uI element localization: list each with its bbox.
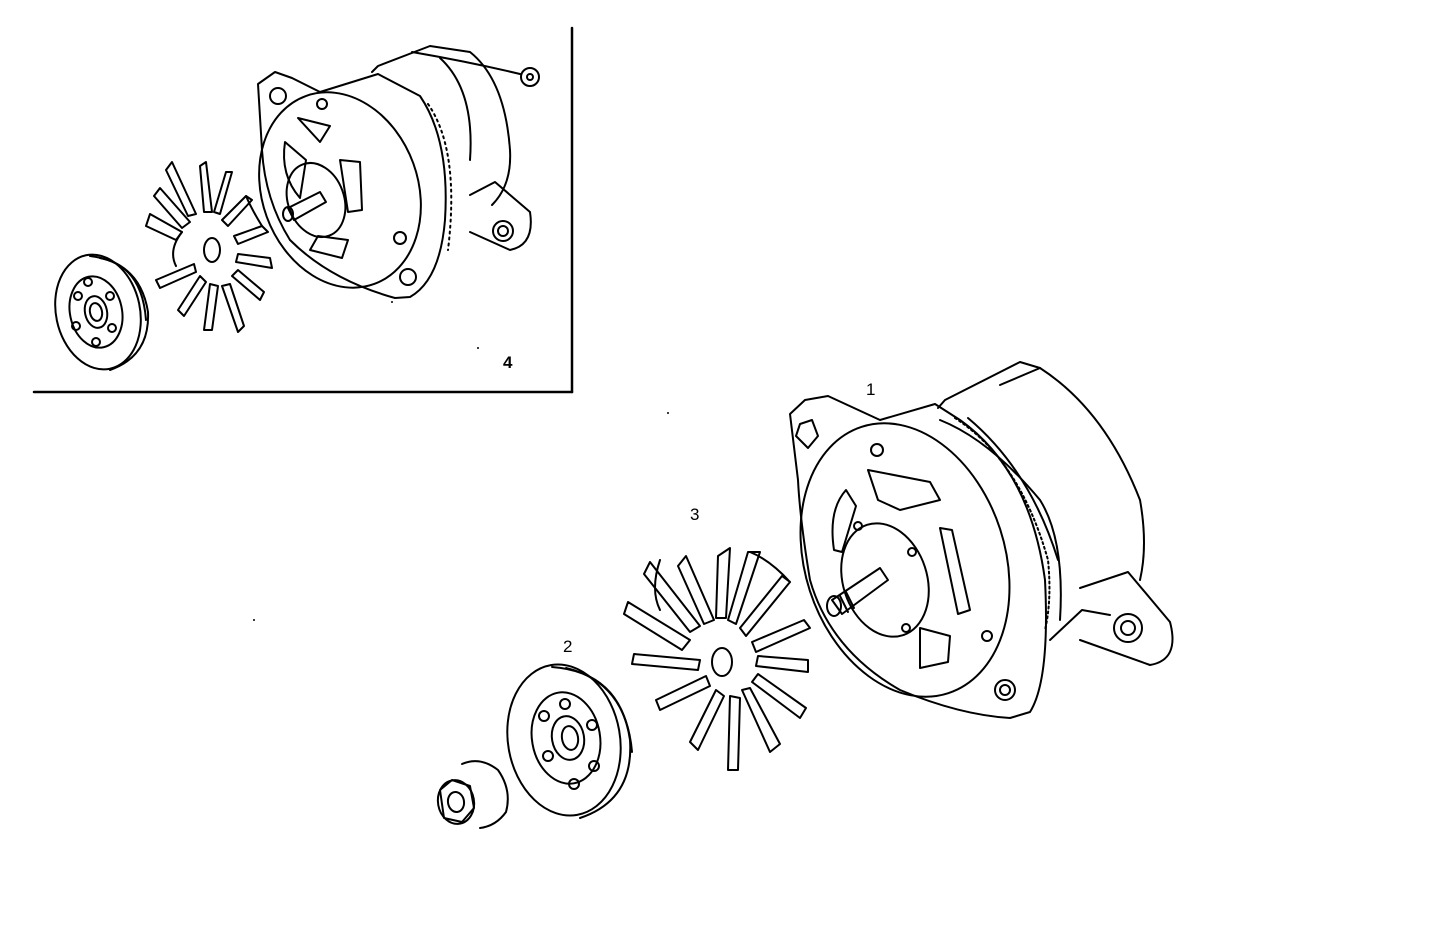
main-pulley — [506, 663, 633, 819]
main-fan — [623, 547, 811, 771]
callout-4: 4 — [503, 353, 513, 372]
inset-alternator — [257, 45, 540, 299]
callout-2: 2 — [563, 637, 573, 656]
inset-frame — [32, 26, 574, 394]
inset-fan — [145, 161, 273, 333]
main-nut — [436, 760, 509, 829]
callout-1: 1 — [866, 380, 876, 399]
main-alternator — [789, 361, 1174, 719]
scan-dots — [253, 301, 669, 621]
callout-3: 3 — [690, 505, 700, 524]
inset-pulley — [54, 253, 150, 371]
